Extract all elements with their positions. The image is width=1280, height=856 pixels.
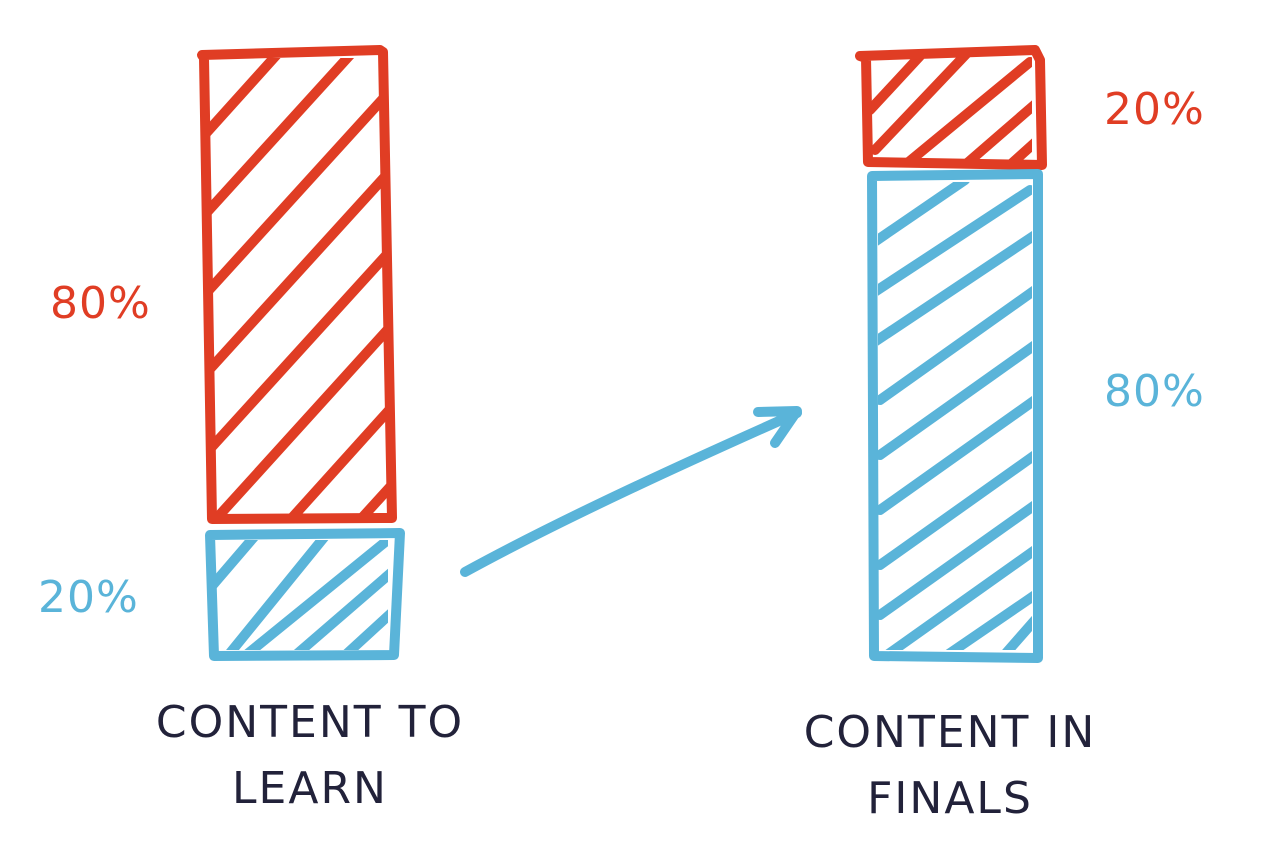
label-left-blue-percent: 20% (38, 572, 139, 623)
label-left-red-percent: 80% (50, 278, 151, 329)
category-label-line: LEARN (232, 763, 388, 814)
bar-content-in-finals-blue-segment (867, 169, 1043, 663)
bar-content-to-learn-red-segment (197, 45, 397, 524)
category-label-line: CONTENT TO (155, 697, 465, 748)
bar-content-to-learn-blue-segment (205, 528, 405, 661)
category-label-content-in-finals: CONTENT IN FINALS (750, 700, 1150, 832)
category-label-line: FINALS (867, 773, 1033, 824)
label-right-red-percent: 20% (1104, 84, 1205, 135)
arrow-icon (460, 406, 802, 577)
category-label-line: CONTENT IN (803, 707, 1097, 758)
bar-content-in-finals-red-segment (855, 45, 1047, 170)
label-right-blue-percent: 80% (1104, 366, 1205, 417)
category-label-content-to-learn: CONTENT TO LEARN (120, 690, 500, 822)
